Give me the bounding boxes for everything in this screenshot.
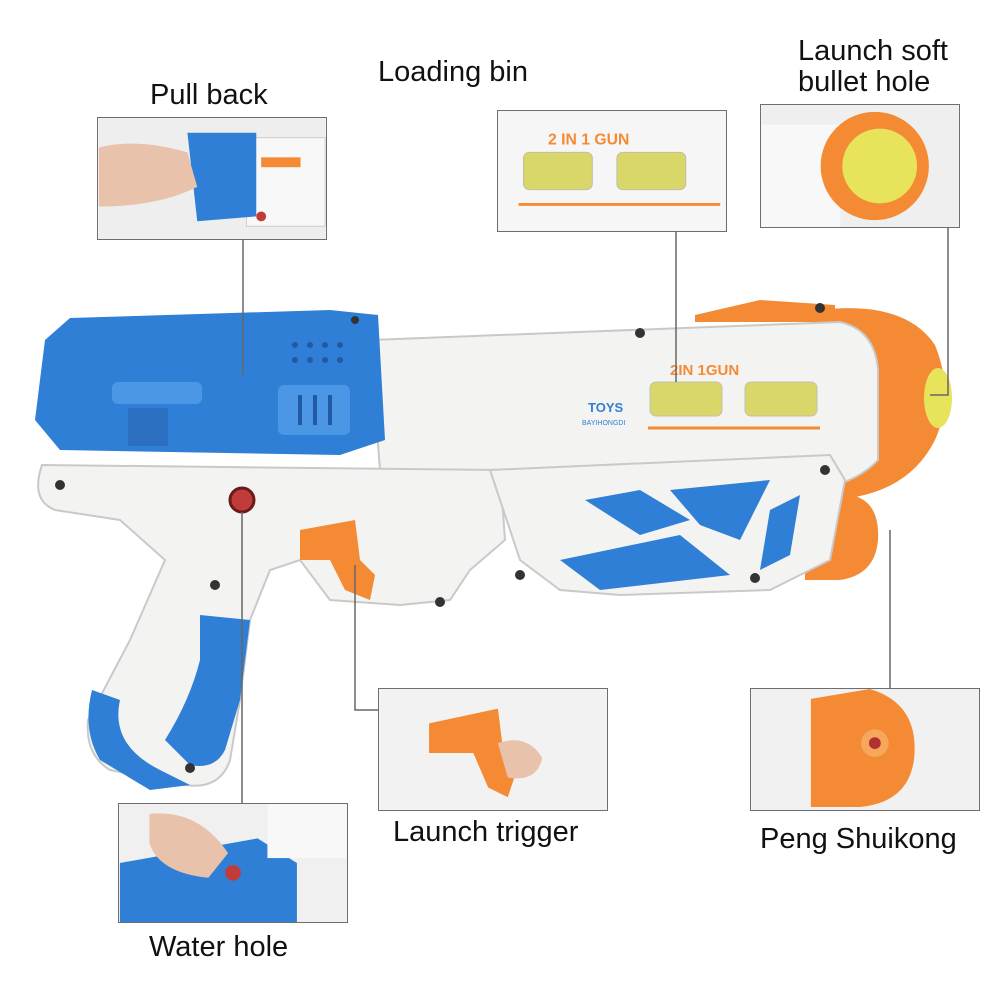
- launch-trigger-label: Launch trigger: [393, 816, 579, 848]
- loading-bin-window-right: [744, 381, 818, 417]
- gun-brand-print: TOYS: [588, 400, 623, 415]
- slide-ribs: [128, 408, 168, 446]
- water-hole-inset-image: [119, 804, 347, 922]
- blue-panel-cutout: [760, 495, 800, 570]
- blue-panel-cutout: [560, 535, 730, 590]
- launch-trigger-inset: [378, 688, 608, 811]
- loading-bin-inset: 2 IN 1 GUN: [497, 110, 727, 232]
- orange-top-rail: [695, 300, 835, 322]
- soft-bullet-hole-inset: [760, 104, 960, 228]
- pull-back-inset-image: [98, 118, 326, 239]
- inset-model-print: 2 IN 1 GUN: [548, 131, 629, 148]
- peng-shuikong-inset-image: [751, 689, 979, 810]
- screw-heads: [55, 303, 830, 773]
- loading-bin-label: Loading bin: [378, 56, 528, 88]
- slide-grip-plate: [112, 382, 202, 404]
- pull-back-inset: [97, 117, 327, 240]
- launch-trigger-inset-image: [379, 689, 607, 810]
- water-hole-label: Water hole: [149, 931, 289, 963]
- gun-model-print: 2IN 1GUN: [670, 362, 739, 379]
- pull-back-label: Pull back: [150, 79, 268, 111]
- peng-shuikong-label: Peng Shuikong: [760, 823, 957, 855]
- loading-bin-inset-image: 2 IN 1 GUN: [498, 111, 726, 231]
- launch-soft-bullet-hole-label: Launch soft bullet hole: [798, 35, 948, 98]
- peng-shuikong-inset: [750, 688, 980, 811]
- water-hole-inset: [118, 803, 348, 923]
- gun-brand-subprint: BAYIHONGDI: [582, 420, 625, 427]
- blue-panel-cutout: [670, 480, 770, 540]
- slide-dot-grid: [292, 342, 343, 363]
- soft-ball-nose: [924, 368, 952, 428]
- soft-bullet-hole-inset-image: [761, 105, 959, 227]
- white-grip-frame: [37, 463, 507, 787]
- water-hole-marker: [228, 486, 256, 514]
- loading-bin-window-left: [649, 381, 723, 417]
- blue-grip-inlay: [165, 615, 250, 766]
- blue-panel-cutout: [585, 490, 690, 535]
- blue-grip-base: [88, 690, 190, 790]
